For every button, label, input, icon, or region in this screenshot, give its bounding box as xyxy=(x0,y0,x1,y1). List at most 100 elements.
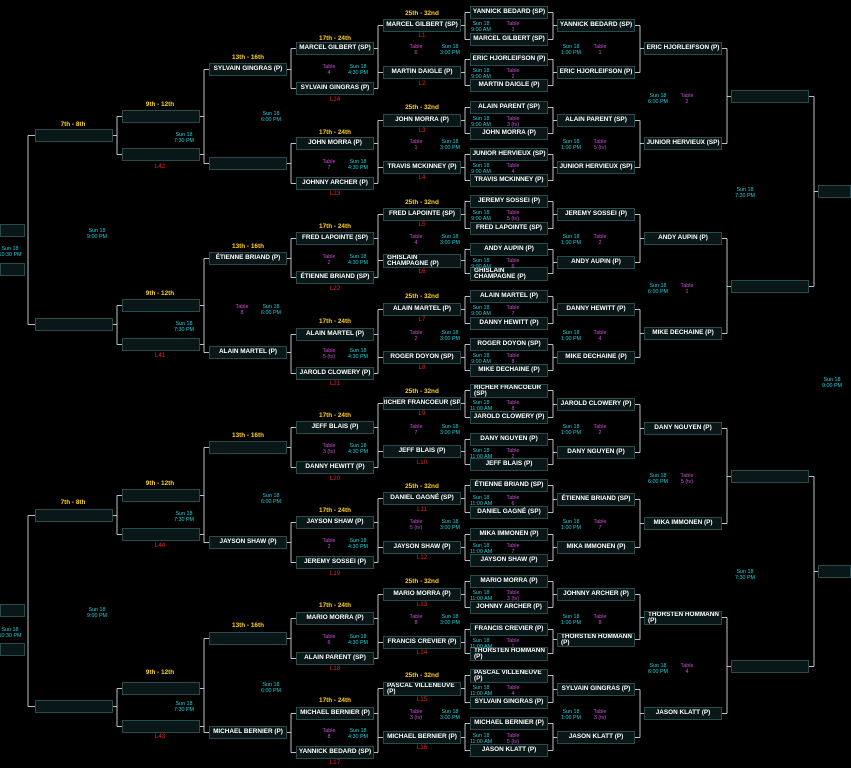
player-slot[interactable]: JEREMY SOSSEI (P) xyxy=(296,556,374,569)
player-slot[interactable]: JOHNNY ARCHER (P) xyxy=(470,601,548,614)
player-slot[interactable]: ANDY AUPIN (P) xyxy=(557,256,635,269)
player-slot[interactable]: MARCEL GILBERT (SP) xyxy=(296,42,374,55)
player-slot[interactable]: JOHN MORRA (P) xyxy=(383,114,461,127)
player-slot[interactable]: ERIC HJORLEIFSON (P) xyxy=(644,42,722,55)
player-slot[interactable]: ALAIN PARENT (SP) xyxy=(296,652,374,665)
empty-slot[interactable] xyxy=(122,110,200,123)
empty-slot[interactable] xyxy=(0,643,25,656)
player-slot[interactable]: JUNIOR HERVIEUX (SP) xyxy=(470,148,548,161)
player-slot[interactable]: ROGER DOYON (SP) xyxy=(470,338,548,351)
empty-slot[interactable] xyxy=(818,185,851,198)
player-slot[interactable]: THORSTEN HOMMANN (P) xyxy=(470,647,548,661)
player-slot[interactable]: YANNICK BEDARD (SP) xyxy=(557,19,635,32)
player-slot[interactable]: MARIO MORRA (P) xyxy=(470,575,548,588)
player-slot[interactable]: SYLVAIN GINGRAS (P) xyxy=(296,82,374,95)
player-slot[interactable]: MARCEL GILBERT (SP) xyxy=(383,19,461,32)
empty-slot[interactable] xyxy=(35,129,113,142)
empty-slot[interactable] xyxy=(35,318,113,331)
player-slot[interactable]: JEFF BLAIS (P) xyxy=(296,421,374,434)
player-slot[interactable]: DANY NGUYEN (P) xyxy=(557,446,635,459)
player-slot[interactable]: JOHN MORRA (P) xyxy=(296,137,374,150)
player-slot[interactable]: JUNIOR HERVIEUX (SP) xyxy=(557,161,635,174)
empty-slot[interactable] xyxy=(209,157,287,170)
player-slot[interactable]: RICHER FRANCOEUR (SP) xyxy=(470,384,548,398)
player-slot[interactable]: PASCAL VILLENEUVE (P) xyxy=(470,669,548,683)
player-slot[interactable]: PASCAL VILLENEUVE (P) xyxy=(383,682,461,696)
player-slot[interactable]: JOHNNY ARCHER (P) xyxy=(557,588,635,601)
player-slot[interactable]: ALAIN PARENT (SP) xyxy=(557,114,635,127)
player-slot[interactable]: THORSTEN HOMMANN (P) xyxy=(644,611,722,625)
player-slot[interactable]: DANY NGUYEN (P) xyxy=(470,433,548,446)
player-slot[interactable]: JASON KLATT (P) xyxy=(644,707,722,720)
player-slot[interactable]: MIKA IMMONEN (P) xyxy=(470,528,548,541)
player-slot[interactable]: JAROLD CLOWERY (P) xyxy=(296,367,374,380)
empty-slot[interactable] xyxy=(731,280,809,293)
player-slot[interactable]: ALAIN MARTEL (P) xyxy=(296,328,374,341)
player-slot[interactable]: JASON KLATT (P) xyxy=(470,744,548,757)
player-slot[interactable]: ALAIN MARTEL (P) xyxy=(383,303,461,316)
player-slot[interactable]: JAYSON SHAW (P) xyxy=(296,516,374,529)
player-slot[interactable]: DANNY HEWITT (P) xyxy=(557,303,635,316)
empty-slot[interactable] xyxy=(122,528,200,541)
empty-slot[interactable] xyxy=(209,632,287,645)
player-slot[interactable]: ÉTIENNE BRIAND (P) xyxy=(209,252,287,265)
player-slot[interactable]: MARIO MORRA (P) xyxy=(296,612,374,625)
player-slot[interactable]: TRAVIS MCKINNEY (P) xyxy=(470,174,548,187)
player-slot[interactable]: JASON KLATT (P) xyxy=(557,731,635,744)
empty-slot[interactable] xyxy=(731,90,809,103)
player-slot[interactable]: MARIO MORRA (P) xyxy=(383,588,461,601)
player-slot[interactable]: ÉTIENNE BRIAND (SP) xyxy=(557,493,635,506)
player-slot[interactable]: JAYSON SHAW (P) xyxy=(470,554,548,567)
player-slot[interactable]: MICHAEL BERNIER (P) xyxy=(209,726,287,739)
player-slot[interactable]: FRED LAPOINTE (SP) xyxy=(296,232,374,245)
player-slot[interactable]: ALAIN MARTEL (P) xyxy=(470,290,548,303)
player-slot[interactable]: THORSTEN HOMMANN (P) xyxy=(557,633,635,647)
player-slot[interactable]: FRED LAPOINTE (SP) xyxy=(383,208,461,221)
empty-slot[interactable] xyxy=(209,441,287,454)
empty-slot[interactable] xyxy=(731,660,809,673)
empty-slot[interactable] xyxy=(35,509,113,522)
empty-slot[interactable] xyxy=(731,470,809,483)
player-slot[interactable]: JOHNNY ARCHER (P) xyxy=(296,177,374,190)
empty-slot[interactable] xyxy=(122,299,200,312)
empty-slot[interactable] xyxy=(122,682,200,695)
empty-slot[interactable] xyxy=(122,338,200,351)
player-slot[interactable]: JEREMY SOSSEI (P) xyxy=(470,195,548,208)
player-slot[interactable]: TRAVIS MCKINNEY (P) xyxy=(383,161,461,174)
player-slot[interactable]: ÉTIENNE BRIAND (SP) xyxy=(470,479,548,492)
player-slot[interactable]: ALAIN MARTEL (P) xyxy=(209,346,287,359)
player-slot[interactable]: GHISLAIN CHAMPAGNE (P) xyxy=(383,254,461,268)
player-slot[interactable]: MIKA IMMONEN (P) xyxy=(557,541,635,554)
player-slot[interactable]: ALAIN PARENT (SP) xyxy=(470,101,548,114)
empty-slot[interactable] xyxy=(122,489,200,502)
player-slot[interactable]: MICHAEL BERNIER (P) xyxy=(470,717,548,730)
player-slot[interactable]: RICHER FRANCOEUR (SP) xyxy=(383,397,461,410)
player-slot[interactable]: MICHAEL BERNIER (P) xyxy=(296,707,374,720)
player-slot[interactable]: DANNY HEWITT (P) xyxy=(470,317,548,330)
player-slot[interactable]: FRANCIS CREVIER (P) xyxy=(470,623,548,636)
player-slot[interactable]: JEFF BLAIS (P) xyxy=(383,445,461,458)
player-slot[interactable]: DANIEL GAGNÉ (SP) xyxy=(383,492,461,505)
player-slot[interactable]: YANNICK BEDARD (SP) xyxy=(296,746,374,759)
player-slot[interactable]: ANDY AUPIN (P) xyxy=(470,243,548,256)
empty-slot[interactable] xyxy=(0,263,25,276)
player-slot[interactable]: MARTIN DAIGLE (P) xyxy=(470,79,548,92)
player-slot[interactable]: JAYSON SHAW (P) xyxy=(209,536,287,549)
player-slot[interactable]: ERIC HJORLEIFSON (P) xyxy=(557,66,635,79)
player-slot[interactable]: SYLVAIN GINGRAS (P) xyxy=(557,683,635,696)
player-slot[interactable]: ERIC HJORLEIFSON (P) xyxy=(470,53,548,66)
player-slot[interactable]: JEREMY SOSSEI (P) xyxy=(557,208,635,221)
empty-slot[interactable] xyxy=(35,700,113,713)
player-slot[interactable]: DANNY HEWITT (P) xyxy=(296,461,374,474)
player-slot[interactable]: MICHAEL BERNIER (P) xyxy=(383,731,461,744)
empty-slot[interactable] xyxy=(122,148,200,161)
player-slot[interactable]: JAROLD CLOWERY (P) xyxy=(470,411,548,424)
player-slot[interactable]: ROGER DOYON (SP) xyxy=(383,351,461,364)
player-slot[interactable]: JOHN MORRA (P) xyxy=(470,127,548,140)
player-slot[interactable]: JUNIOR HERVIEUX (SP) xyxy=(644,137,722,150)
player-slot[interactable]: JEFF BLAIS (P) xyxy=(470,458,548,471)
player-slot[interactable]: MIKE DECHAINE (P) xyxy=(644,327,722,340)
player-slot[interactable]: SYLVAIN GINGRAS (P) xyxy=(470,696,548,709)
player-slot[interactable]: ANDY AUPIN (P) xyxy=(644,232,722,245)
player-slot[interactable]: JAYSON SHAW (P) xyxy=(383,541,461,554)
